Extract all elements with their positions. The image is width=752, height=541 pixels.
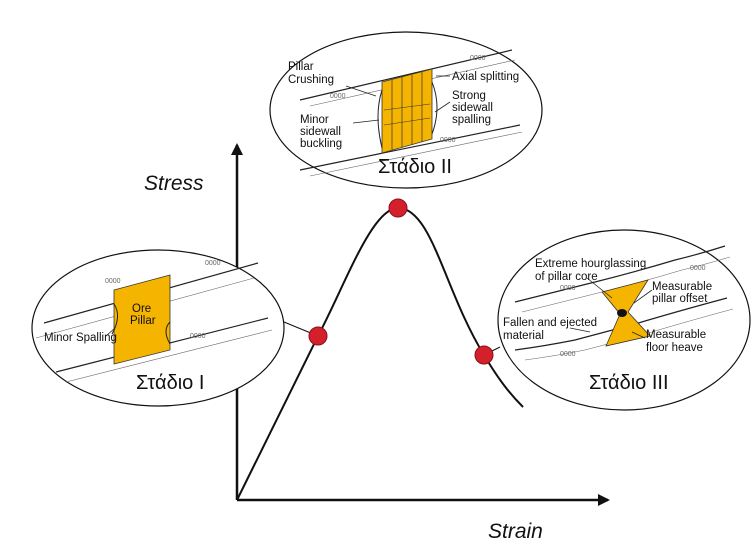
stage-2-sidewall-label-left: sidewall xyxy=(300,126,341,138)
stage-1-pillar-label: Pillar xyxy=(130,315,156,327)
svg-text:0000: 0000 xyxy=(205,260,221,267)
stage-2-strong-label: Strong xyxy=(452,90,486,102)
stage-3-offset-label-1: Measurable xyxy=(652,281,712,293)
svg-text:0000: 0000 xyxy=(690,265,706,272)
stage-1-marker xyxy=(308,326,328,346)
stage-2-spalling-label: spalling xyxy=(452,114,491,126)
stage-1-illustration: 0000 0000 0000 xyxy=(31,249,285,407)
stage-3-heave-label-1: Measurable xyxy=(646,329,706,341)
svg-text:0000: 0000 xyxy=(470,55,486,62)
stage-3-illustration: 0000 0000 0000 xyxy=(497,229,751,411)
stage-2-sidewall-label-right: sidewall xyxy=(452,102,493,114)
stage-2-minor-label: Minor xyxy=(300,114,329,126)
svg-text:0000: 0000 xyxy=(560,285,576,292)
stage-1-minor-spalling-label: Minor Spalling xyxy=(44,332,117,344)
stage-2-label: Στάδιο II xyxy=(378,156,452,178)
stress-strain-curve xyxy=(236,206,524,501)
stage-1-label: Στάδιο I xyxy=(136,372,204,394)
stage-2-axial-splitting-label: Axial splitting xyxy=(452,71,519,83)
stage-2-illustration: 0000 0000 0000 xyxy=(269,31,543,189)
stage-1-ore-label: Ore xyxy=(132,303,151,315)
x-axis-label: Strain xyxy=(488,520,543,541)
stage-3-hourglass-label-1: Extreme hourglassing xyxy=(535,258,646,270)
svg-text:0000: 0000 xyxy=(440,137,456,144)
stage-3-fallen-label-1: Fallen and ejected xyxy=(503,317,597,329)
stage-3-fallen-label-2: material xyxy=(503,330,544,342)
stage-2-pillar-label: Pillar xyxy=(288,61,314,73)
stage-2-marker xyxy=(388,198,408,218)
stage-3-marker xyxy=(474,345,494,365)
stage-3-offset-label-2: pillar offset xyxy=(652,293,708,305)
svg-text:0000: 0000 xyxy=(105,278,121,285)
y-axis-label: Stress xyxy=(144,172,204,195)
svg-text:0000: 0000 xyxy=(560,351,576,358)
svg-text:0000: 0000 xyxy=(190,333,206,340)
svg-text:0000: 0000 xyxy=(330,93,346,100)
stage-3-label: Στάδιο III xyxy=(589,372,669,394)
stage-3-heave-label-2: floor heave xyxy=(646,342,703,354)
stage-3-hourglass-label-2: of pillar core xyxy=(535,271,598,283)
stage-2-buckling-label: buckling xyxy=(300,138,342,150)
stage-2-crushing-label: Crushing xyxy=(288,74,334,86)
